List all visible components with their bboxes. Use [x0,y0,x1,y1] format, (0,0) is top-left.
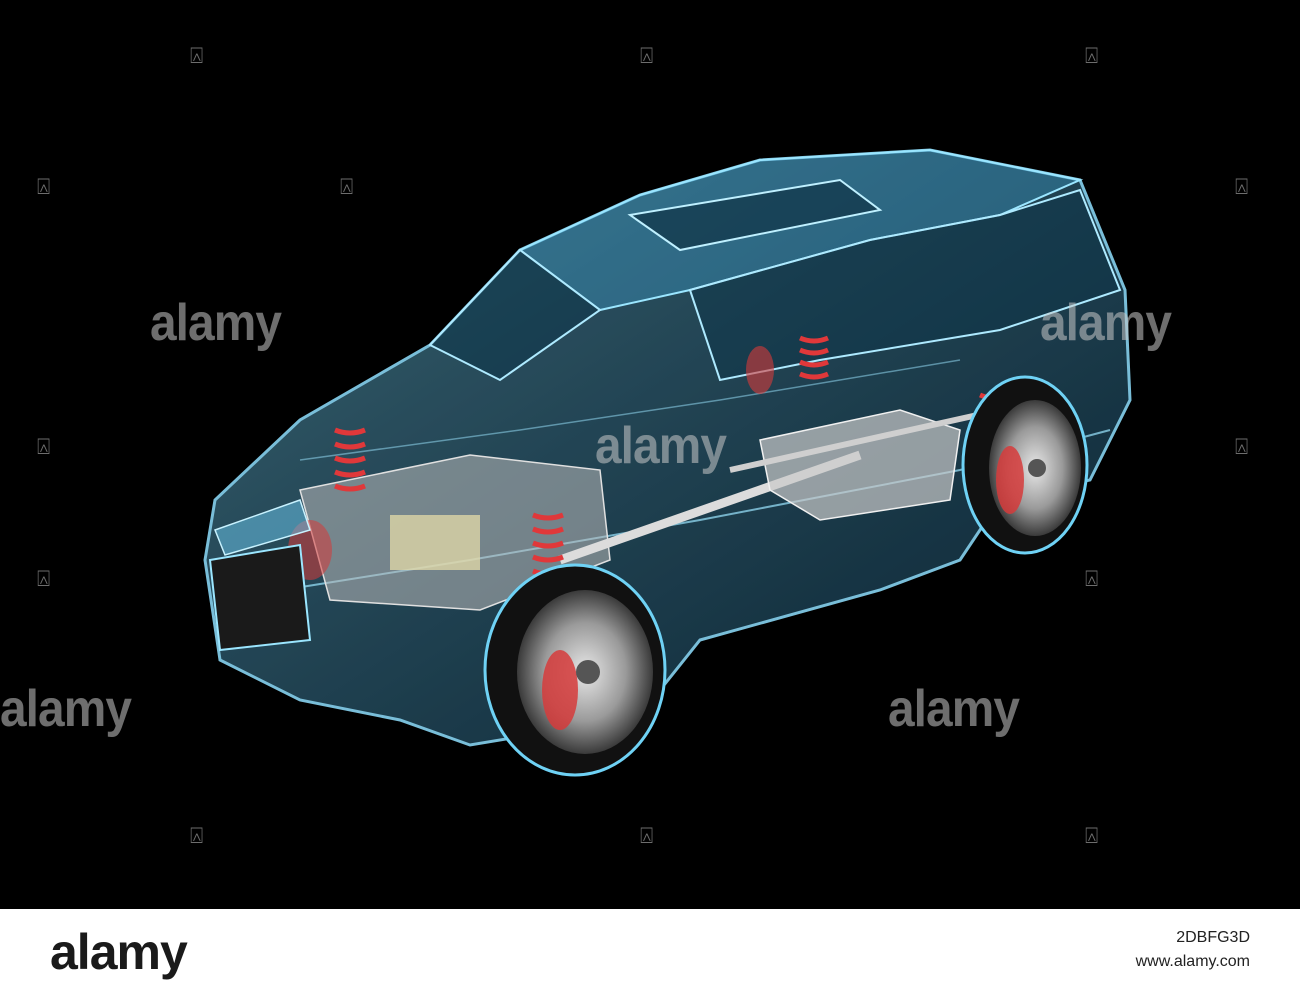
watermark-logo-icon: ⍓ [37,435,51,460]
front-left-spring [334,427,366,492]
footer-url[interactable]: www.alamy.com [1135,953,1250,970]
rear-left-spring [799,335,829,380]
image-id: 2DBFG3D [1176,929,1250,946]
footer-bar: alamy 2DBFG3D www.alamy.com [0,909,1300,990]
watermark-logo-icon: ⍓ [1235,175,1249,200]
watermark-text: alamy [595,417,727,475]
watermark-logo-icon: ⍓ [640,44,654,69]
watermark-logo-icon: ⍓ [1235,435,1249,460]
fuel-tank [759,409,961,521]
watermark-logo-icon: ⍓ [37,175,51,200]
car-roof [518,148,1084,312]
front-right-spring [532,512,564,577]
windshield [428,248,602,382]
watermark-logo-icon: ⍓ [340,175,354,200]
battery [390,515,480,570]
sunroof [627,178,883,252]
watermark-logo-icon: ⍓ [1085,44,1099,69]
rear-wheel [961,375,1089,555]
watermark-text: alamy [888,680,1020,738]
rear-left-brake [746,346,774,394]
watermark-logo-icon: ⍓ [1085,824,1099,849]
footer-logo: alamy [50,924,188,980]
car-xray-illustration [203,148,1132,777]
headlight [214,499,311,556]
rear-axle [729,407,1001,473]
watermark-logo-icon: ⍓ [640,824,654,849]
watermark-logo-icon: ⍓ [190,44,204,69]
watermark-logo-icon: ⍓ [37,567,51,592]
watermark-text: alamy [0,680,132,738]
front-wheel [483,563,667,777]
photo-area: alamy alamy alamy alamy alamy ⍓ ⍓ ⍓ ⍓ ⍓ … [0,0,1300,909]
front-grille [208,543,312,652]
watermark-logo-icon: ⍓ [1085,567,1099,592]
watermark-logo-icon: ⍓ [190,824,204,849]
watermark-text: alamy [1040,294,1172,352]
watermark-text: alamy [150,294,282,352]
